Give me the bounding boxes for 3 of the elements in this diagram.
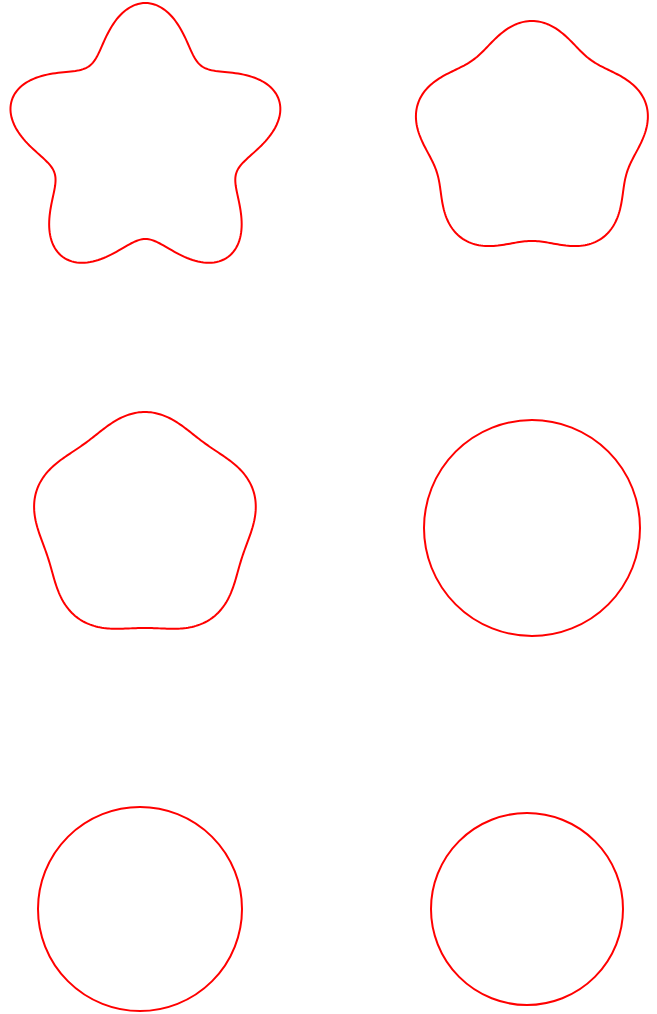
circle-outline [423, 419, 641, 637]
circle-outline [37, 806, 243, 1012]
circle-outline [430, 812, 624, 1006]
